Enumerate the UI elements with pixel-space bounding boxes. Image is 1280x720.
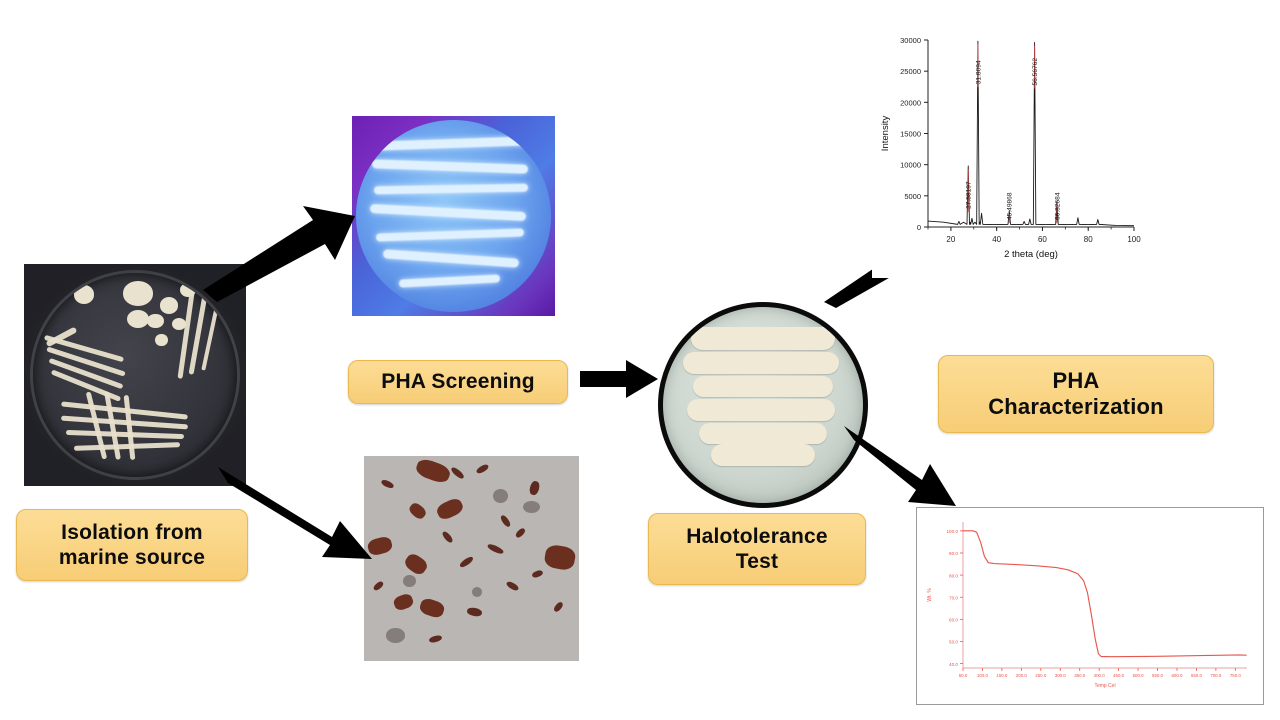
svg-text:40.0: 40.0 — [949, 662, 958, 667]
svg-text:450.0: 450.0 — [1113, 673, 1125, 678]
svg-text:40: 40 — [992, 235, 1001, 244]
label-halotolerance-test[interactable]: Halotolerance Test — [648, 513, 866, 585]
svg-text:20: 20 — [946, 235, 955, 244]
svg-text:50.0: 50.0 — [959, 673, 968, 678]
svg-text:50.0: 50.0 — [949, 640, 958, 645]
halotolerance-plate-photo — [658, 302, 868, 508]
svg-text:2 theta (deg): 2 theta (deg) — [1004, 249, 1058, 260]
svg-text:500.0: 500.0 — [1133, 673, 1145, 678]
label-pha-characterization[interactable]: PHA Characterization — [938, 355, 1214, 433]
svg-text:400.0: 400.0 — [1094, 673, 1106, 678]
svg-text:600.0: 600.0 — [1171, 673, 1183, 678]
svg-text:100.0: 100.0 — [977, 673, 989, 678]
svg-text:0: 0 — [917, 223, 921, 232]
svg-text:750.0: 750.0 — [1230, 673, 1242, 678]
svg-text:80.0: 80.0 — [949, 573, 958, 578]
svg-text:100.0: 100.0 — [947, 529, 959, 534]
svg-text:300.0: 300.0 — [1055, 673, 1067, 678]
svg-text:25000: 25000 — [900, 67, 921, 76]
svg-text:15000: 15000 — [900, 130, 921, 139]
label-pha-screening[interactable]: PHA Screening — [348, 360, 568, 404]
svg-text:56.56762: 56.56762 — [1032, 58, 1039, 86]
svg-text:Wt. %: Wt. % — [927, 588, 933, 602]
svg-text:27.58197: 27.58197 — [966, 181, 973, 209]
svg-text:5000: 5000 — [904, 192, 921, 201]
uv-agar-dish — [356, 120, 551, 312]
svg-text:90.0: 90.0 — [949, 551, 958, 556]
svg-text:20000: 20000 — [900, 98, 921, 107]
agar-dish — [32, 272, 238, 478]
svg-text:70.0: 70.0 — [949, 595, 958, 600]
tga-plot-area: 40.0 50.0 60.0 70.0 80.0 90.0 100.0 50.0 100.0 15… — [927, 522, 1247, 689]
xrd-plot-area: 0 5000 10000 15000 20000 25000 30000 20 40 60 80 10… — [880, 36, 1141, 260]
uv-screening-plate-photo — [352, 116, 555, 316]
svg-text:550.0: 550.0 — [1152, 673, 1164, 678]
xrd-chart: 0 5000 10000 15000 20000 25000 30000 20 40 60 80 10… — [872, 22, 1142, 278]
svg-text:650.0: 650.0 — [1191, 673, 1203, 678]
label-isolation-text: Isolation from marine source — [58, 520, 206, 569]
svg-text:80: 80 — [1084, 235, 1093, 244]
microscopy-photo — [364, 456, 579, 661]
svg-text:66.32684: 66.32684 — [1054, 192, 1061, 220]
svg-text:Intensity: Intensity — [880, 116, 891, 152]
svg-text:100: 100 — [1127, 235, 1141, 244]
tga-chart: 40.0 50.0 60.0 70.0 80.0 90.0 100.0 50.0 100.0 15… — [916, 507, 1264, 705]
svg-text:60: 60 — [1038, 235, 1047, 244]
svg-text:700.0: 700.0 — [1210, 673, 1222, 678]
arrow-screening-to-halotolerance — [580, 360, 658, 398]
label-halotolerance-text: Halotolerance Test — [686, 524, 828, 573]
svg-text:150.0: 150.0 — [996, 673, 1008, 678]
svg-text:60.0: 60.0 — [949, 618, 958, 623]
svg-text:Temp Cel: Temp Cel — [1094, 683, 1115, 689]
svg-text:200.0: 200.0 — [1016, 673, 1028, 678]
svg-text:250.0: 250.0 — [1035, 673, 1047, 678]
label-characterization-text: PHA Characterization — [988, 367, 1164, 419]
svg-text:350.0: 350.0 — [1074, 673, 1086, 678]
svg-text:30000: 30000 — [900, 36, 921, 45]
label-isolation-from-marine-source[interactable]: Isolation from marine source — [16, 509, 248, 581]
label-screening-text: PHA Screening — [381, 370, 535, 394]
svg-text:31.8094: 31.8094 — [975, 60, 982, 84]
svg-text:10000: 10000 — [900, 161, 921, 170]
svg-text:45.49868: 45.49868 — [1007, 192, 1014, 220]
marine-source-plate-photo — [24, 264, 246, 486]
